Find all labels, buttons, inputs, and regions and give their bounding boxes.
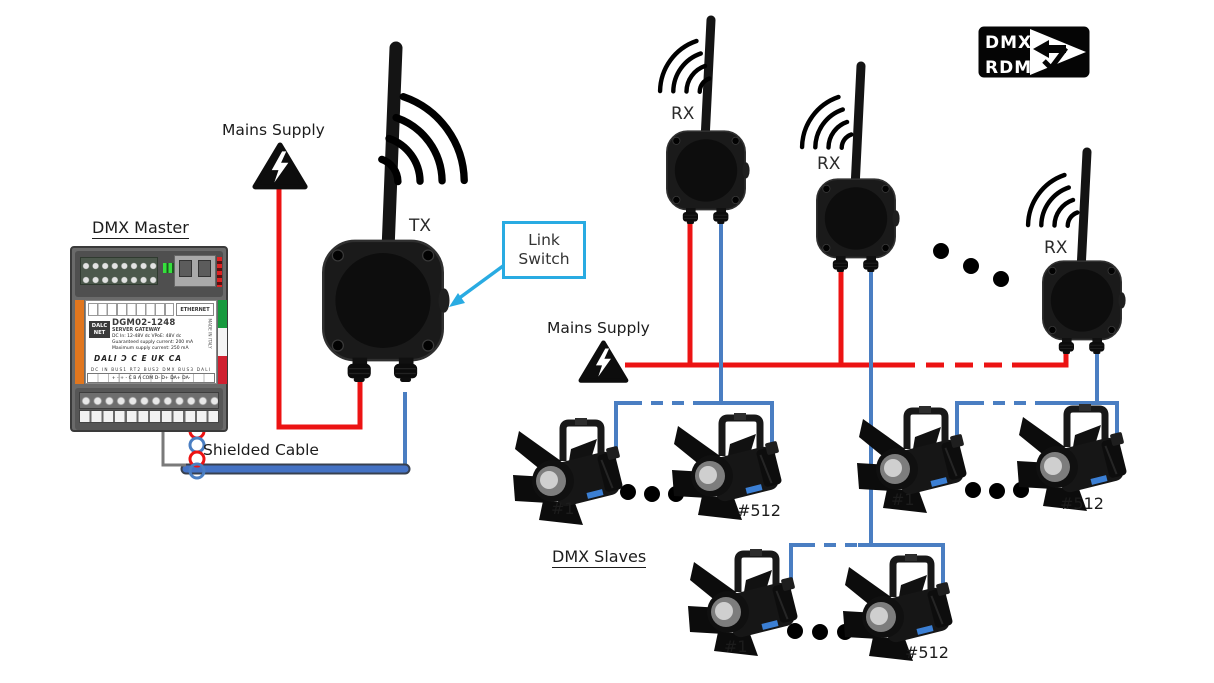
master-red-leds	[217, 257, 222, 287]
badge-top-text: DMX	[985, 33, 1032, 53]
tx-waves-icon	[359, 87, 477, 212]
master-front-label: ETHERNET DALC NET DGM02-1248 SERVER GATE…	[85, 300, 217, 384]
master-spec-3: Maximum supply current: 250 mA	[112, 346, 189, 351]
master-spec-2: Guaranteed supply current: 200 mA	[112, 340, 194, 345]
mains-warning-icon-right	[581, 343, 626, 381]
dmx-master-title: DMX Master	[92, 218, 189, 239]
shielded-cable-label: Shielded Cable	[203, 441, 319, 459]
master-terminal-labels: + - + - C B A COM D- D+ DA+ DA-	[87, 373, 215, 383]
master-terminal-block-top	[80, 257, 158, 285]
master-cert-marks: DALI Ɔ C E UK CA	[94, 354, 182, 363]
master-terminal-groups: DC IN BUS1 RT2 BUS2 DMX BUS3 DALI	[90, 367, 212, 372]
tx-label: TX	[409, 216, 432, 236]
master-ethernet-label: ETHERNET	[176, 303, 214, 316]
light-g3-first-label: #1	[724, 637, 748, 656]
badge-bottom-text: RDM	[985, 58, 1032, 78]
data-wires	[403, 220, 1119, 590]
mains-warning-icon-left	[255, 145, 305, 187]
light-g1-first-label: #1	[551, 499, 575, 518]
link-switch-callout: Link Switch	[502, 221, 586, 279]
master-terminal-screws	[79, 392, 219, 409]
mains-supply-label-right: Mains Supply	[547, 319, 650, 337]
badge-checkmark-icon	[1042, 46, 1068, 72]
master-orange-stripe	[75, 300, 84, 384]
master-ethernet-ports	[174, 255, 216, 287]
rx3-label: RX	[1044, 238, 1068, 258]
light-g2-last-label: #512	[1060, 494, 1104, 513]
master-brand-logo: DALC NET	[89, 321, 110, 338]
light-g2-first-label: #1	[891, 490, 915, 509]
mains-supply-label-left: Mains Supply	[222, 121, 325, 139]
link-switch-line1: Link	[528, 230, 560, 249]
tx-device	[322, 239, 451, 384]
master-bottom-section	[75, 388, 223, 430]
rx2-label: RX	[817, 154, 841, 174]
link-switch-line2: Switch	[518, 250, 570, 268]
light-g1-last-label: #512	[737, 501, 781, 520]
badge-left-arrow-icon	[1033, 40, 1066, 58]
master-terminal-strip	[88, 303, 174, 316]
master-made-in: MADE IN ITALY	[207, 318, 213, 349]
light-g3-last-label: #512	[905, 643, 949, 662]
master-top-section	[75, 251, 223, 297]
dmx-slaves-title: DMX Slaves	[552, 547, 647, 568]
rx2-device	[815, 178, 901, 273]
rx1-device	[665, 130, 751, 225]
rx3-device	[1042, 260, 1127, 355]
master-italy-flag	[218, 300, 227, 384]
link-switch-arrow	[449, 264, 505, 307]
master-terminal-boxes	[79, 410, 219, 423]
rx1-label: RX	[671, 104, 695, 124]
dmx-master-device: ETHERNET DALC NET DGM02-1248 SERVER GATE…	[70, 246, 228, 432]
power-wires	[276, 186, 1069, 430]
master-model: DGM02-1248	[112, 318, 176, 328]
master-spec-1: DC In: 12-48V dc VPoE: 48V dc	[112, 334, 182, 339]
master-type: SERVER GATEWAY	[112, 328, 161, 333]
antennas	[381, 15, 1092, 275]
dmx-rdm-badge: DMX RDM	[978, 26, 1090, 78]
